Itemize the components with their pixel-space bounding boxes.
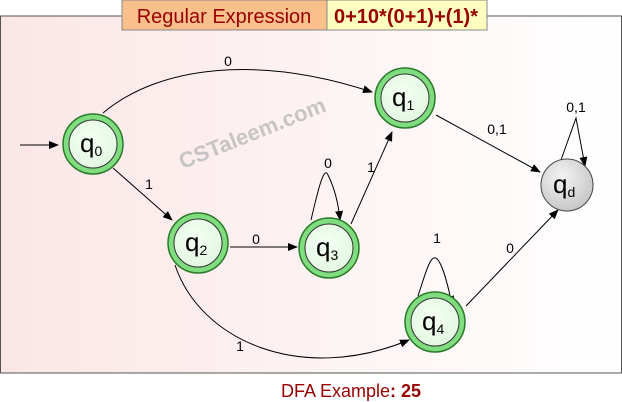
edge-q0-q1	[102, 69, 373, 114]
loop-qd	[560, 116, 588, 167]
state-q4[interactable]: q4	[404, 291, 466, 353]
diagram-frame	[0, 15, 622, 374]
label-q0-q2: 1	[145, 176, 153, 192]
loop-q4	[417, 257, 455, 306]
state-qd-sub: d	[567, 184, 575, 200]
label-loop-qd: 0,1	[566, 99, 586, 115]
state-q3-name: q	[316, 232, 330, 262]
state-q4-sub: 4	[436, 321, 444, 337]
state-q0-name: q	[80, 128, 94, 158]
label-loop-q3: 0	[324, 155, 332, 171]
svg-text:q4: q4	[422, 306, 444, 337]
svg-text:qd: qd	[553, 169, 575, 200]
state-q1[interactable]: q1	[374, 67, 436, 129]
regex-value-cell	[326, 0, 488, 31]
state-q0-sub: 0	[94, 143, 102, 159]
svg-text:q2: q2	[185, 227, 207, 258]
state-q1-name: q	[392, 82, 406, 112]
label-loop-q4: 1	[433, 230, 441, 246]
regex-value: 0+10*(0+1)+(1)*	[334, 6, 478, 28]
state-q1-sub: 1	[406, 97, 414, 113]
regex-header: Regular Expression 0+10*(0+1)+(1)*	[121, 0, 488, 31]
state-q3-sub: 3	[330, 247, 338, 263]
regex-label: Regular Expression	[137, 6, 312, 28]
caption-number: 25	[401, 381, 421, 401]
edge-q1-qd	[435, 114, 541, 173]
state-qd[interactable]: qd	[540, 158, 594, 212]
svg-text:q3: q3	[316, 232, 338, 263]
label-q1-qd: 0,1	[487, 121, 507, 137]
state-q2-name: q	[185, 227, 199, 257]
state-q4-name: q	[422, 306, 436, 336]
state-q3[interactable]: q3	[298, 217, 360, 279]
edge-q0-q2	[112, 167, 173, 221]
caption: DFA Example: 25	[281, 381, 421, 401]
transitions	[20, 69, 588, 359]
edge-q3-q1	[350, 131, 393, 225]
svg-text:q1: q1	[392, 82, 414, 113]
loop-q3	[310, 172, 344, 221]
svg-text:q0: q0	[80, 128, 102, 159]
label-q3-q1: 1	[367, 159, 375, 175]
state-q2-sub: 2	[199, 242, 207, 258]
state-q2[interactable]: q2	[167, 212, 229, 274]
label-q2-q3: 0	[252, 231, 260, 247]
state-qd-name: q	[553, 169, 567, 199]
caption-sep: :	[390, 381, 401, 401]
edge-labels: 0 1 0 1 0 1 0,1 1 0 0,1	[145, 53, 586, 354]
label-q2-q4: 1	[236, 338, 244, 354]
edge-q2-q4	[174, 264, 410, 359]
regex-label-cell	[121, 0, 328, 31]
label-q4-qd: 0	[506, 240, 514, 256]
label-q0-q1: 0	[224, 53, 232, 69]
caption-prefix: DFA Example	[281, 381, 390, 401]
state-q0[interactable]: q0	[62, 113, 124, 175]
edge-q4-qd	[465, 209, 559, 307]
